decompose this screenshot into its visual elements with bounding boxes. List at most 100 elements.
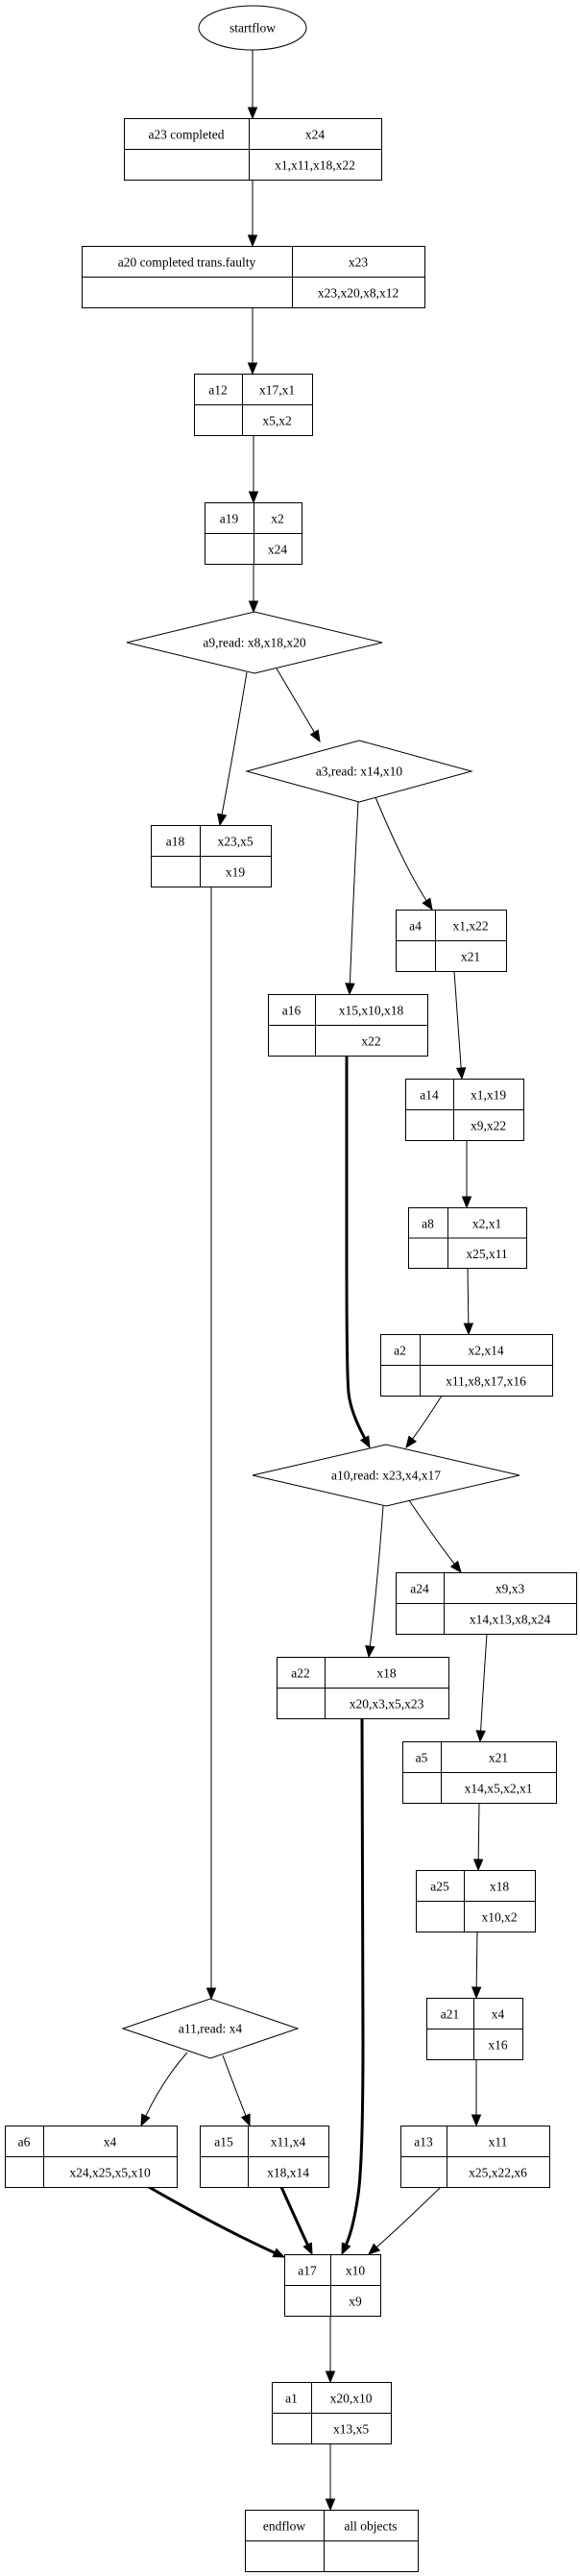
edge-line xyxy=(222,2054,247,2116)
node-a3[interactable]: a3,read: x14,x10 xyxy=(245,740,473,803)
decision-label: a11,read: x4 xyxy=(179,2022,242,2036)
node-a16[interactable]: a16 x15,x10,x18 x22 xyxy=(268,994,428,1057)
read-objects: x1,x11,x18,x22 xyxy=(275,158,355,173)
activity-name: a2 xyxy=(394,1344,406,1358)
node-startflow[interactable]: startflow xyxy=(198,5,307,51)
read-objects: x23,x20,x8,x12 xyxy=(318,286,399,301)
read-objects: x9,x22 xyxy=(471,1119,506,1133)
read-objects: x20,x3,x5,x23 xyxy=(350,1697,424,1712)
read-objects: x24 xyxy=(268,543,288,557)
edge-line xyxy=(148,2185,276,2254)
edge-line xyxy=(475,1931,478,1988)
decision-label: a3,read: x14,x10 xyxy=(316,765,403,779)
edge-line xyxy=(375,2186,442,2248)
edge-a18-to-a11 xyxy=(205,887,217,2001)
write-objects: x20,x10 xyxy=(330,2392,373,2406)
start-ellipse xyxy=(198,5,307,51)
arrowhead-icon xyxy=(345,983,355,996)
arrowhead-icon xyxy=(461,1196,472,1209)
read-objects: x16 xyxy=(488,2038,508,2053)
read-objects: x25,x11 xyxy=(466,1247,507,1261)
node-a9[interactable]: a9,read: x8,x18,x20 xyxy=(126,611,383,674)
arrowhead-icon xyxy=(463,1323,474,1336)
node-a10[interactable]: a10,read: x23,x4,x17 xyxy=(252,1444,520,1507)
arrowhead-icon xyxy=(471,1986,482,2000)
edge-line xyxy=(477,1802,480,1860)
node-a11[interactable]: a11,read: x4 xyxy=(121,1998,300,2059)
activity-name: a18 xyxy=(166,835,185,849)
arrowhead-icon xyxy=(475,1730,486,1743)
activity-name: a8 xyxy=(422,1216,434,1230)
activity-name: a1 xyxy=(285,2392,298,2406)
read-objects: x24,x25,x5,x10 xyxy=(69,2166,151,2180)
write-objects: x18 xyxy=(490,1880,510,1894)
arrowhead-icon xyxy=(449,1560,462,1574)
arrowhead-icon xyxy=(272,2248,286,2258)
edge-a25-to-a21 xyxy=(471,1931,482,2000)
node-a20[interactable]: a20 completed trans.faulty x23 x23,x20,x8,… xyxy=(82,246,425,308)
read-objects: x21 xyxy=(461,950,480,964)
read-objects: x22 xyxy=(361,1034,380,1049)
edge-line xyxy=(221,671,248,815)
arrowhead-icon xyxy=(248,600,259,614)
decision-label: a9,read: x8,x18,x20 xyxy=(203,636,305,650)
write-objects: x11,x4 xyxy=(271,2135,306,2150)
decision-diamond xyxy=(121,1998,300,2059)
write-objects: x17,x1 xyxy=(259,383,295,398)
edge-a10-to-a22 xyxy=(365,1505,384,1659)
activity-name: a16 xyxy=(282,1004,302,1018)
arrowhead-icon xyxy=(302,2242,313,2256)
edge-a5-to-a25 xyxy=(472,1802,484,1872)
edge-startflow-to-a23 xyxy=(247,50,258,120)
activity-name: a20 completed trans.faulty xyxy=(118,255,256,270)
edge-line xyxy=(480,1633,488,1732)
arrowhead-icon xyxy=(247,362,258,376)
read-objects: x10,x2 xyxy=(481,1910,517,1925)
decision-diamond xyxy=(252,1444,520,1507)
arrowhead-icon xyxy=(248,491,259,504)
read-objects: x14,x13,x8,x24 xyxy=(470,1613,551,1627)
read-objects: x19 xyxy=(226,865,246,880)
arrowhead-icon xyxy=(455,1067,467,1081)
write-objects: x15,x10,x18 xyxy=(339,1004,404,1018)
activity-name: a14 xyxy=(420,1088,439,1103)
read-objects: x9 xyxy=(349,2295,362,2309)
edge-line xyxy=(467,1267,470,1324)
arrowhead-icon xyxy=(240,2113,251,2127)
write-objects: x23 xyxy=(349,255,369,270)
activity-name: a23 completed xyxy=(148,128,224,142)
arrowhead-icon xyxy=(472,1859,484,1872)
edge-a22-to-a17 xyxy=(341,1717,365,2256)
edge-line xyxy=(412,1395,443,1440)
arrowhead-icon xyxy=(140,2113,151,2127)
arrowhead-icon xyxy=(247,234,258,248)
edge-line xyxy=(279,2186,309,2246)
write-objects: x1,x19 xyxy=(471,1088,506,1103)
edge-line xyxy=(369,1505,384,1647)
node-a14[interactable]: a14 x1,x19 x9,x22 xyxy=(405,1079,524,1141)
activity-name: a6 xyxy=(18,2135,31,2150)
write-objects: x4 xyxy=(492,2007,505,2022)
edge-a15-to-a17 xyxy=(279,2186,313,2256)
edge-a19-to-a9 xyxy=(248,564,259,614)
arrowhead-icon xyxy=(368,2243,381,2255)
arrowhead-icon xyxy=(405,1435,418,1449)
